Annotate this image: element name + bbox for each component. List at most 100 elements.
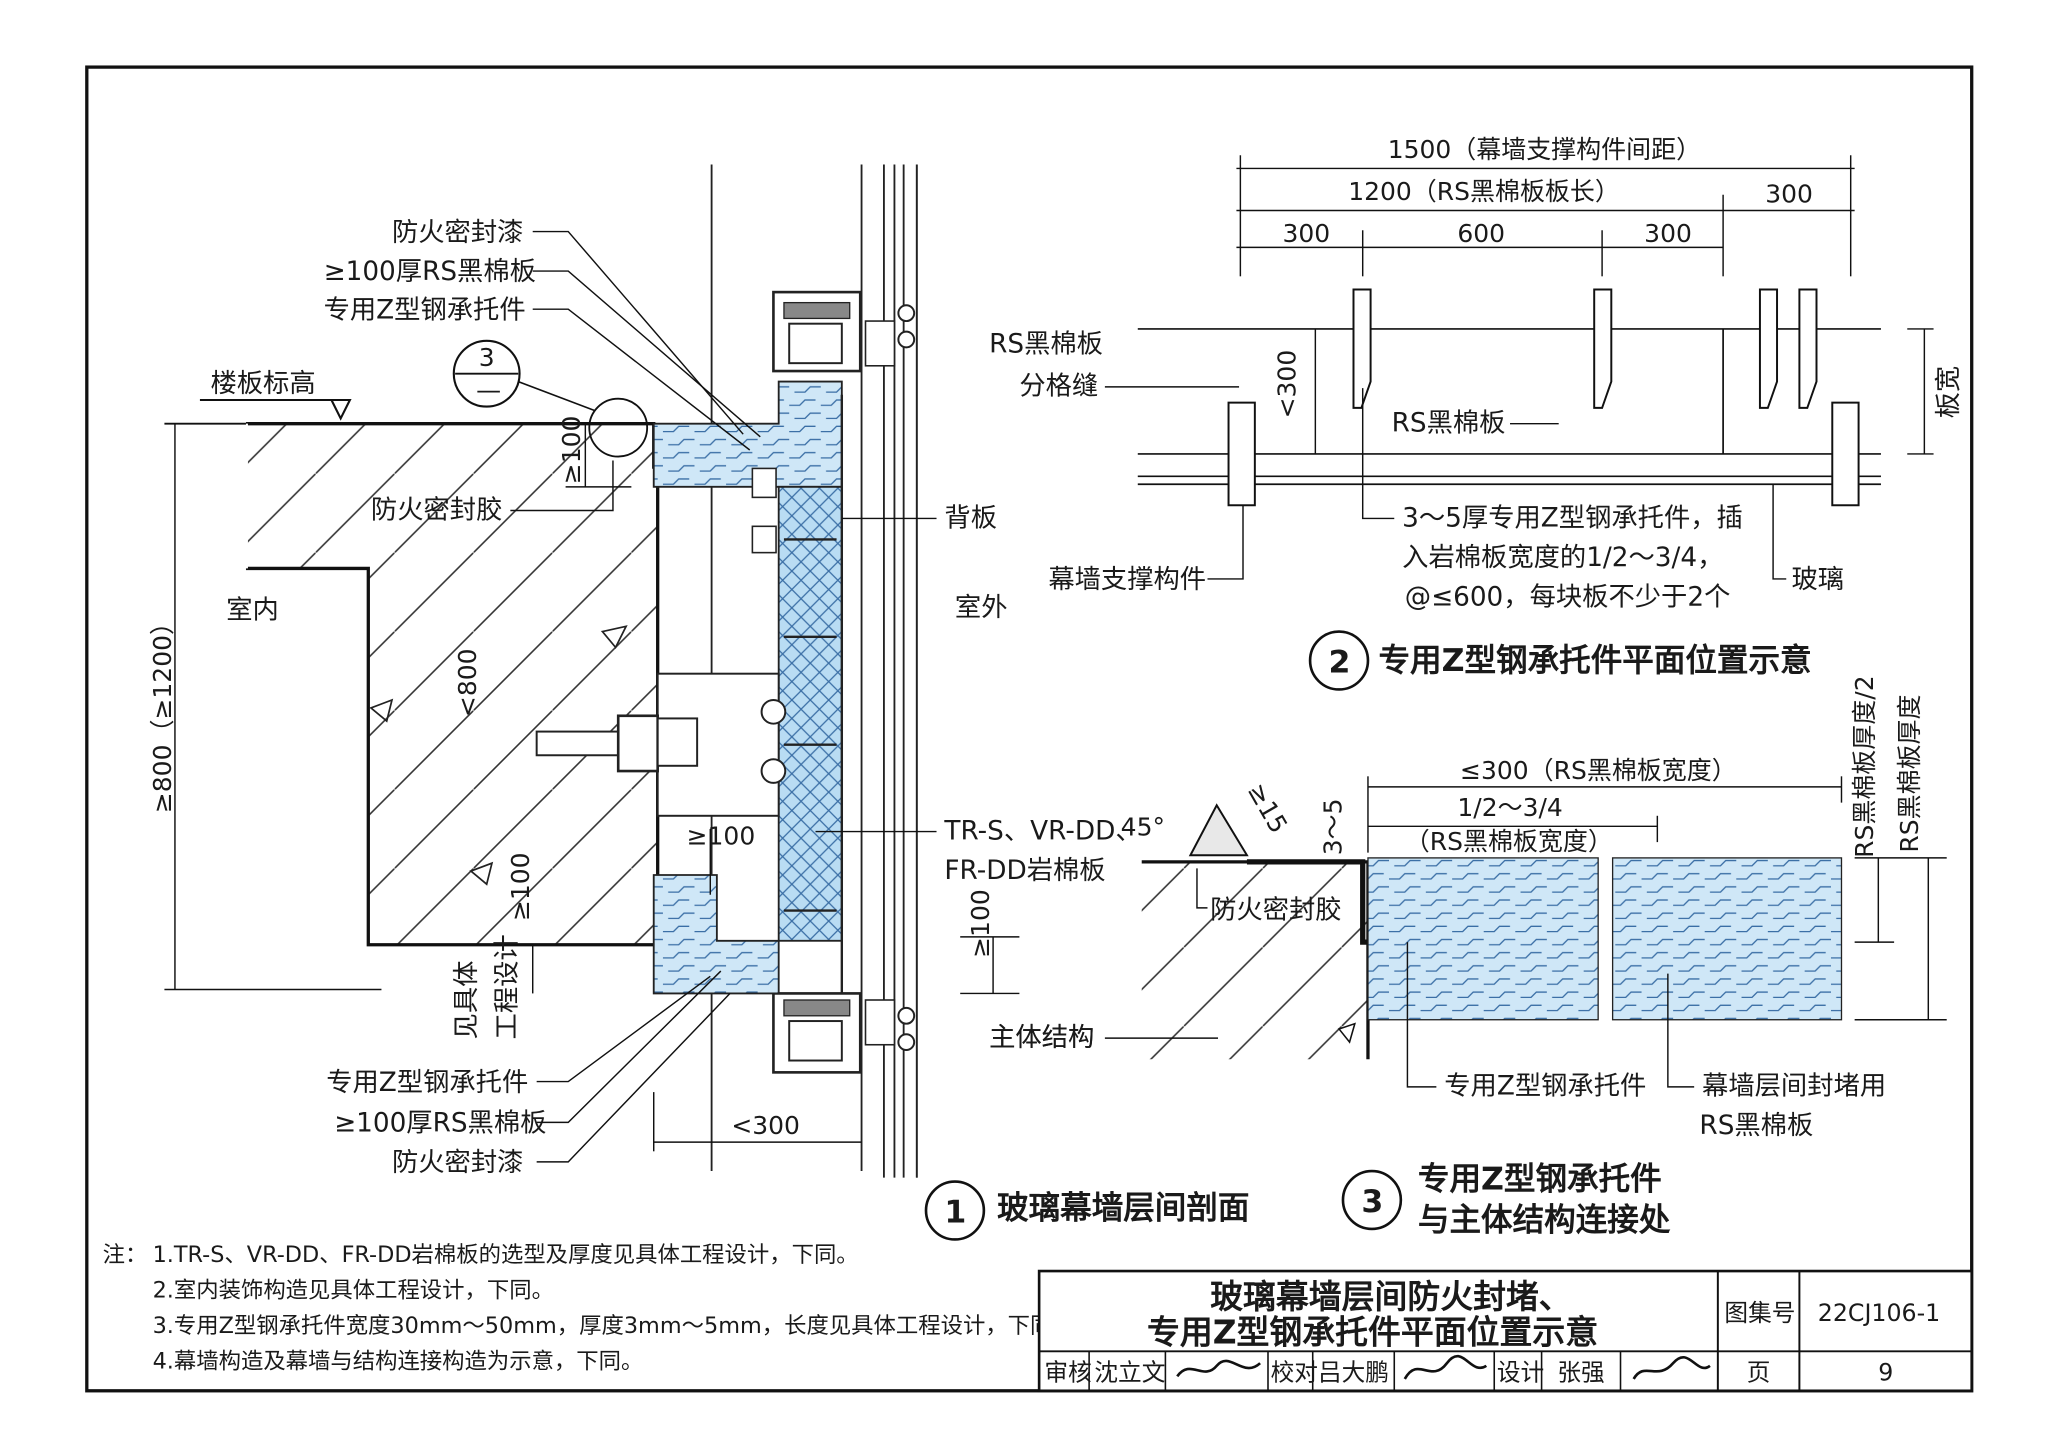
sheet-border xyxy=(85,65,1974,1393)
note-3: 3.专用Z型钢承托件宽度30mm～50mm，厚度3mm～5mm，长度见具体工程设… xyxy=(153,1313,1075,1339)
dim-lt300: <300 xyxy=(731,1111,800,1140)
dim-ge100-inner: ≥100 xyxy=(687,822,756,851)
callout-z-bracket-top: 专用Z型钢承托件 xyxy=(324,295,526,325)
label-board-width: 板宽 xyxy=(1934,366,1964,419)
dim-45deg: 45° xyxy=(1121,813,1165,842)
title-3-number: 3 xyxy=(1361,1184,1383,1220)
label-see-design-2: 工程设计 xyxy=(493,934,523,1039)
checker-name: 吕大鹏 xyxy=(1318,1358,1389,1386)
title-3-line-1: 专用Z型钢承托件 xyxy=(1418,1161,1662,1197)
note-2: 2.室内装饰构造见具体工程设计，下同。 xyxy=(153,1277,554,1303)
detail-3-connection: ≤300（RS黑棉板宽度） 1/2～3/4 （RS黑棉板宽度） RS黑棉板厚度/… xyxy=(989,675,1947,1238)
dim-1200: 1200（RS黑棉板板长） xyxy=(1348,177,1620,206)
title-block: 玻璃幕墙层间防火封堵、 专用Z型钢承托件平面位置示意 图集号 22CJ106-1… xyxy=(1037,1269,1974,1393)
bottom-callouts: 专用Z型钢承托件 ≥100厚RS黑棉板 防火密封漆 xyxy=(326,970,731,1178)
lower-aluminium-profile xyxy=(772,992,916,1074)
title-2: 专用Z型钢承托件平面位置示意 xyxy=(1378,642,1811,679)
detail-2-plan: 1500（幕墙支撑构件间距） 1200（RS黑棉板板长） 300 300 600… xyxy=(989,135,1964,691)
title-block-title-2: 专用Z型钢承托件平面位置示意 xyxy=(1147,1312,1598,1351)
detail-ref-number: 3 xyxy=(479,343,495,372)
detail-1-section: 楼板标高 3 — 防火密封漆 ≥100厚RS黑棉板 专用Z型钢承托件 专用Z型钢… xyxy=(148,164,1142,1178)
label-d3-z-bracket: 专用Z型钢承托件 xyxy=(1444,1072,1646,1102)
label-fire-sealant-glue: 防火密封胶 xyxy=(371,495,502,525)
dim-ge100-right: ≥100 xyxy=(966,889,995,958)
designer-signature xyxy=(1632,1355,1711,1380)
detail-3-board-right xyxy=(1611,857,1843,1021)
label-see-design-1: 见具体 xyxy=(452,961,482,1040)
review-label: 审核 xyxy=(1044,1358,1091,1386)
plan-dimension-lines xyxy=(1236,155,1855,277)
reviewer-name: 沈立文 xyxy=(1094,1358,1165,1386)
label-d3-sealant: 防火密封胶 xyxy=(1210,895,1341,925)
note-4: 4.幕墙构造及幕墙与结构连接构造为示意，下同。 xyxy=(153,1348,644,1374)
label-d3-board-2: RS黑棉板 xyxy=(1699,1111,1813,1141)
detail-reference-3: 3 — xyxy=(452,339,649,458)
notes-prefix: 注： xyxy=(103,1242,148,1268)
upper-aluminium-profile xyxy=(772,290,916,373)
plan-note-3: @≤600，每块板不少于2个 xyxy=(1405,582,1731,612)
page-label: 页 xyxy=(1747,1358,1771,1386)
detail-3-structure xyxy=(1141,861,1368,1060)
label-seam-2: 分格缝 xyxy=(1019,372,1098,402)
rock-wool-board xyxy=(777,485,843,942)
dim-le300: ≤300（RS黑棉板宽度） xyxy=(1460,756,1737,785)
dim-half-sub: （RS黑棉板宽度） xyxy=(1405,827,1613,856)
label-outdoor: 室外 xyxy=(955,593,1008,623)
floor-level-label: 楼板标高 xyxy=(210,369,315,399)
dim-ge15: ≥15 xyxy=(1242,778,1293,838)
label-wool-types-2: FR-DD岩棉板 xyxy=(944,856,1105,886)
dim-3-5: 3～5 xyxy=(1319,798,1348,855)
label-seam-1: RS黑棉板 xyxy=(989,330,1103,360)
dim-300-a: 300 xyxy=(1282,219,1330,248)
label-main-structure: 主体结构 xyxy=(989,1023,1094,1053)
dim-half: 1/2～3/4 xyxy=(1457,793,1562,822)
checker-signature xyxy=(1403,1354,1488,1380)
plan-z-brackets xyxy=(1227,288,1860,507)
dim-half-thickness: RS黑棉板厚度/2 xyxy=(1850,675,1879,857)
dim-lt300-vertical: <300 xyxy=(1273,350,1302,419)
dim-lt800: <800 xyxy=(453,648,482,717)
note-1: 1.TR-S、VR-DD、FR-DD岩棉板的选型及厚度见具体工程设计，下同。 xyxy=(153,1242,859,1268)
dim-ge100-top: ≥100 xyxy=(557,416,586,485)
notes: 注： 1.TR-S、VR-DD、FR-DD岩棉板的选型及厚度见具体工程设计，下同… xyxy=(103,1242,1075,1375)
label-rs-board-plan: RS黑棉板 xyxy=(1392,409,1506,439)
floor-level-symbol: 楼板标高 xyxy=(164,369,352,425)
plan-note-2: 入岩棉板宽度的1/2～3/4， xyxy=(1402,543,1723,573)
title-1: 玻璃幕墙层间剖面 xyxy=(997,1190,1249,1226)
label-d3-board-1: 幕墙层间封堵用 xyxy=(1702,1072,1886,1102)
title-block-title-1: 玻璃幕墙层间防火封堵、 xyxy=(1210,1277,1572,1316)
detail-3-dimension-lines xyxy=(1367,776,1947,1021)
dim-ge800: ≥800（≥1200） xyxy=(148,610,177,813)
anchor-bracket xyxy=(535,467,787,817)
reviewer-signature xyxy=(1176,1359,1261,1378)
dim-thickness: RS黑棉板厚度 xyxy=(1895,694,1924,852)
dim-300-b: 300 xyxy=(1644,219,1692,248)
detail-ref-sub: — xyxy=(476,376,501,405)
atlas-label: 图集号 xyxy=(1724,1299,1795,1327)
detail-3-board-left xyxy=(1367,857,1599,1021)
label-curtain-support: 幕墙支撑构件 xyxy=(1048,565,1206,595)
dim-1500: 1500（幕墙支撑构件间距） xyxy=(1388,135,1701,164)
detail-1-dimensions xyxy=(164,423,1020,1152)
label-wool-types-1: TR-S、VR-DD、 xyxy=(943,816,1141,846)
callout-rs-board-top: ≥100厚RS黑棉板 xyxy=(324,257,536,287)
page-number: 9 xyxy=(1878,1358,1893,1386)
rs-board-top xyxy=(652,380,843,488)
plan-board-strip xyxy=(1137,328,1881,486)
dim-600: 600 xyxy=(1457,219,1505,248)
designer-name: 张强 xyxy=(1557,1358,1604,1386)
label-glass: 玻璃 xyxy=(1792,565,1845,595)
title-1-number: 1 xyxy=(944,1194,966,1230)
title-3-line-2: 与主体结构连接处 xyxy=(1418,1202,1671,1238)
dim-ge100-left: ≥100 xyxy=(506,852,535,921)
callout-fire-sealant-paint-bottom: 防火密封漆 xyxy=(392,1148,523,1178)
atlas-number: 22CJ106-1 xyxy=(1818,1299,1940,1327)
detail-3-sealant xyxy=(1188,803,1249,857)
backplate-ribs xyxy=(783,394,844,994)
top-callouts: 防火密封漆 ≥100厚RS黑棉板 专用Z型钢承托件 xyxy=(324,218,761,451)
check-label: 校对 xyxy=(1271,1358,1318,1386)
callout-rs-board-bottom: ≥100厚RS黑棉板 xyxy=(334,1109,546,1139)
callout-fire-sealant-paint-top: 防火密封漆 xyxy=(392,218,523,248)
label-indoor: 室内 xyxy=(226,595,279,625)
